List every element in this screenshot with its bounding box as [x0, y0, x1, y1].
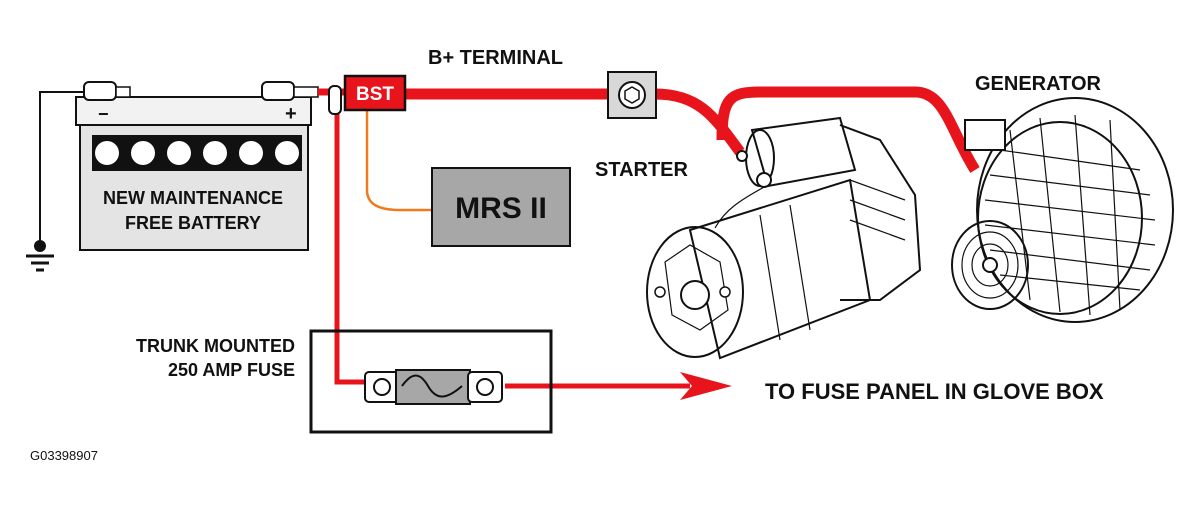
- bst-box: [343, 74, 407, 112]
- starter-motor-icon: [646, 116, 922, 360]
- fuse-label-line2: 250 AMP FUSE: [168, 360, 295, 380]
- ground-icon: [26, 240, 54, 272]
- generator-label: GENERATOR: [975, 73, 1101, 95]
- bst-label: BST: [356, 84, 394, 105]
- cable-clamp: [328, 85, 342, 115]
- main-cable: [318, 86, 980, 389]
- to-fuse-panel-label: TO FUSE PANEL IN GLOVE BOX: [765, 379, 1104, 404]
- battery-label-line2: FREE BATTERY: [125, 213, 261, 233]
- battery-plus-label: +: [285, 103, 297, 125]
- fuse-box: [309, 329, 553, 434]
- b-plus-terminal-label: B+ TERMINAL: [428, 47, 563, 69]
- mrs-label: MRS II: [455, 192, 547, 225]
- ground-wire: [39, 91, 85, 242]
- battery-icon: [75, 81, 319, 251]
- starter-label: STARTER: [595, 159, 689, 181]
- battery-label-line1: NEW MAINTENANCE: [103, 188, 283, 208]
- figure-id: G03398907: [30, 448, 98, 463]
- generator-icon: [951, 97, 1174, 323]
- mrs-module: [431, 167, 571, 247]
- fuse-icon: [364, 369, 503, 405]
- signal-wire: [365, 108, 432, 212]
- battery-minus-label: −: [98, 104, 109, 124]
- b-plus-terminal-icon: [607, 71, 657, 119]
- fuse-label-line1: TRUNK MOUNTED: [136, 336, 295, 356]
- arrow-right-icon: [680, 372, 732, 400]
